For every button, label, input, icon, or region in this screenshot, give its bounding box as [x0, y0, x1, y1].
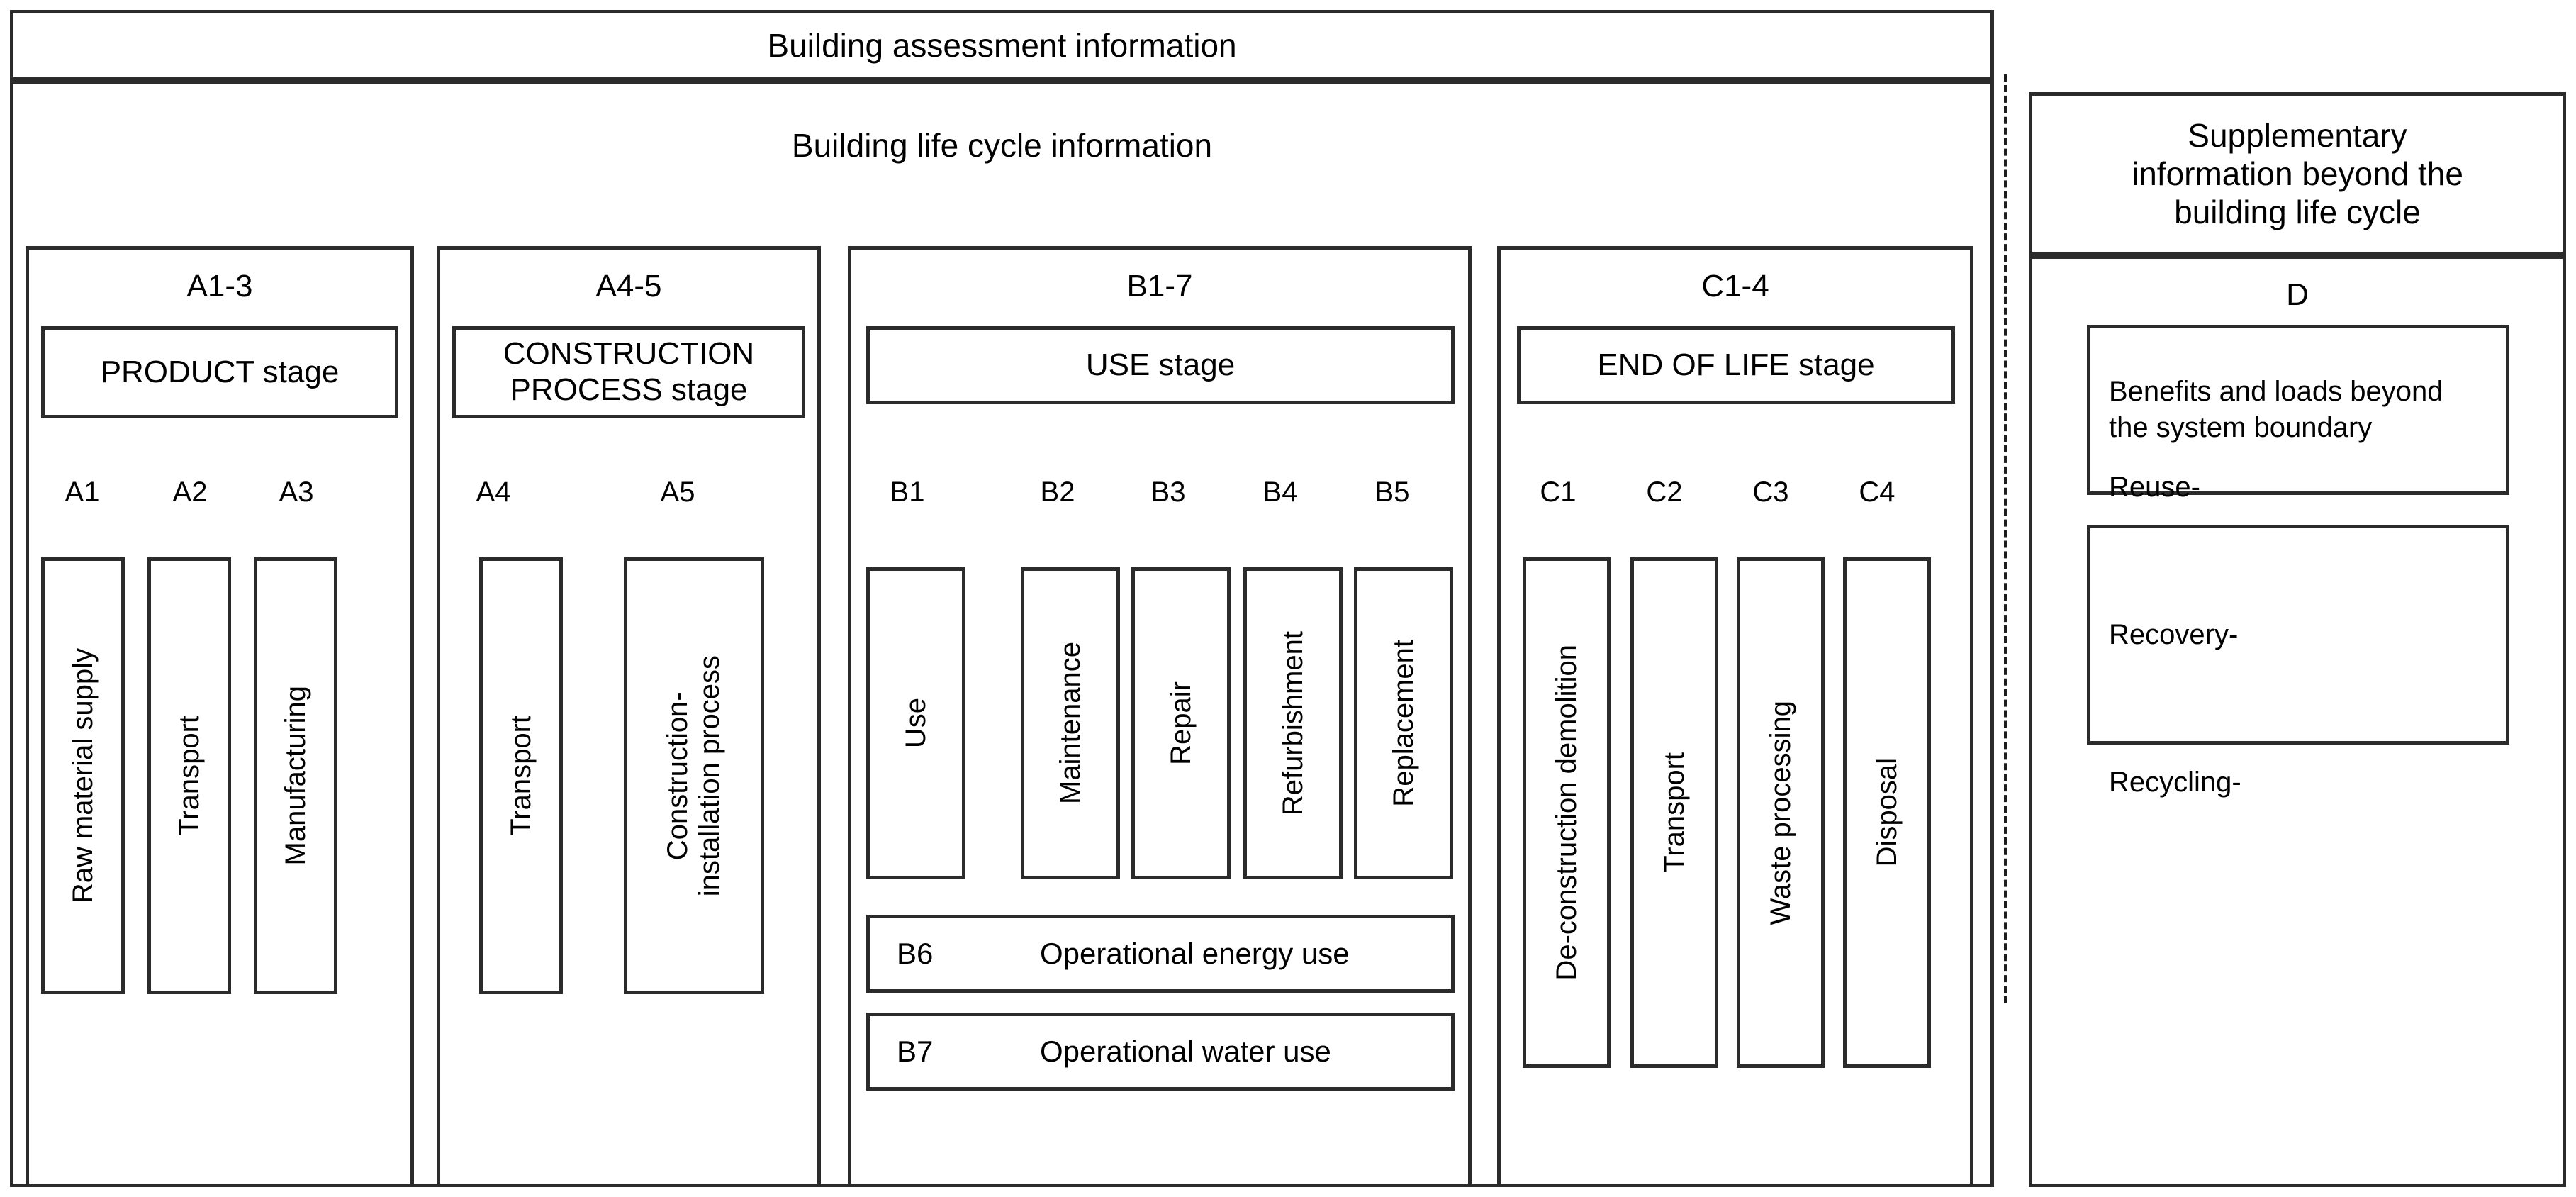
module-d-code: D [2286, 277, 2309, 312]
module-a5-label: Construction- installation process [662, 655, 725, 897]
module-a5-code: A5 [660, 477, 695, 508]
reuse-recovery-recycling-box: Reuse- Recovery- Recycling- [2087, 472, 2509, 798]
use-stage-box: USE stage [866, 326, 1455, 404]
module-c2-code: C2 [1646, 477, 1683, 508]
product-stage-box: PRODUCT stage [41, 326, 398, 418]
group-a1-3-code: A1-3 [186, 269, 253, 304]
module-a1-code: A1 [65, 477, 100, 508]
module-b1-code: B1 [890, 477, 925, 508]
construction-process-stage-label: CONSTRUCTION PROCESS stage [503, 336, 755, 407]
module-c2-label: Transport [1658, 752, 1690, 873]
module-b4-code: B4 [1262, 477, 1298, 508]
module-b2-label: Maintenance [1054, 642, 1086, 805]
module-b3-box: Repair [1131, 567, 1231, 879]
module-c3-code: C3 [1752, 477, 1789, 508]
building-assessment-information-banner: Building assessment information [10, 10, 1994, 81]
module-c1-label: De-construction demolition [1550, 645, 1582, 981]
module-b2-box: Maintenance [1021, 567, 1120, 879]
module-a4-code: A4 [476, 477, 511, 508]
module-a3-code: A3 [279, 477, 314, 508]
module-a4-box: Transport [479, 557, 563, 994]
module-a4-label: Transport [505, 716, 537, 836]
construction-process-stage-box: CONSTRUCTION PROCESS stage [452, 326, 805, 418]
module-a2-box: Transport [147, 557, 231, 994]
module-c4-code: C4 [1859, 477, 1895, 508]
benefits-and-loads-label: Benefits and loads beyond the system bou… [2109, 375, 2443, 443]
module-b3-code: B3 [1150, 477, 1186, 508]
group-a4-5-code-wrap: A4-5 [437, 264, 821, 309]
module-b4-label: Refurbishment [1277, 630, 1309, 816]
module-c1-box: De-construction demolition [1523, 557, 1611, 1068]
module-a2-label: Transport [173, 716, 205, 836]
group-c1-4-code: C1-4 [1701, 269, 1769, 304]
module-b7-label: Operational water use [1040, 1035, 1331, 1068]
module-a5-box: Construction- installation process [624, 557, 764, 994]
module-b2-code: B2 [1040, 477, 1075, 508]
module-b7-box: B7 Operational water use [866, 1013, 1455, 1091]
module-d-code-wrap: D [2029, 271, 2566, 319]
module-a3-label: Manufacturing [279, 686, 311, 866]
module-b3-label: Repair [1165, 681, 1197, 765]
building-assessment-information-label: Building assessment information [767, 27, 1237, 64]
module-a1-label: Raw material supply [67, 647, 99, 904]
module-c4-label: Disposal [1871, 758, 1903, 867]
building-life-cycle-information-label: Building life cycle information [791, 127, 1213, 164]
module-b6-box: B6 Operational energy use [866, 915, 1455, 993]
module-c2-box: Transport [1630, 557, 1718, 1068]
module-c3-label: Waste processing [1764, 700, 1796, 925]
module-b6-label: Operational energy use [1040, 937, 1350, 970]
module-c4-box: Disposal [1843, 557, 1931, 1068]
module-b5-label: Replacement [1387, 640, 1419, 807]
benefits-and-loads-box: Benefits and loads beyond the system bou… [2087, 325, 2509, 495]
group-b1-7-code-wrap: B1-7 [848, 264, 1472, 309]
module-b7-code: B7 [897, 1035, 934, 1068]
product-stage-label: PRODUCT stage [100, 354, 340, 389]
reuse-recovery-recycling-label: Reuse- Recovery- Recycling- [2109, 472, 2241, 798]
module-c3-box: Waste processing [1737, 557, 1825, 1068]
module-b1-box: Use [866, 567, 965, 879]
module-a3-box: Manufacturing [254, 557, 337, 994]
group-a1-3-code-wrap: A1-3 [26, 264, 414, 309]
end-of-life-stage-box: END OF LIFE stage [1517, 326, 1955, 404]
module-b4-box: Refurbishment [1243, 567, 1343, 879]
group-c1-4-code-wrap: C1-4 [1497, 264, 1973, 309]
module-b6-code: B6 [897, 937, 934, 970]
group-a4-5-code: A4-5 [595, 269, 662, 304]
module-b1-label: Use [900, 698, 931, 749]
use-stage-label: USE stage [1085, 347, 1236, 382]
group-b1-7-code: B1-7 [1126, 269, 1193, 304]
supplementary-information-header-box: Supplementary information beyond the bui… [2029, 92, 2566, 255]
module-b5-box: Replacement [1354, 567, 1453, 879]
module-b5-code: B5 [1374, 477, 1410, 508]
module-a1-box: Raw material supply [41, 557, 125, 994]
supplementary-information-label: Supplementary information beyond the bui… [2132, 116, 2463, 231]
building-life-cycle-information-label-wrap: Building life cycle information [10, 106, 1994, 184]
module-a2-code: A2 [172, 477, 208, 508]
module-c1-code: C1 [1540, 477, 1577, 508]
system-boundary-dashed-divider [2004, 74, 2007, 1003]
end-of-life-stage-label: END OF LIFE stage [1597, 347, 1875, 382]
